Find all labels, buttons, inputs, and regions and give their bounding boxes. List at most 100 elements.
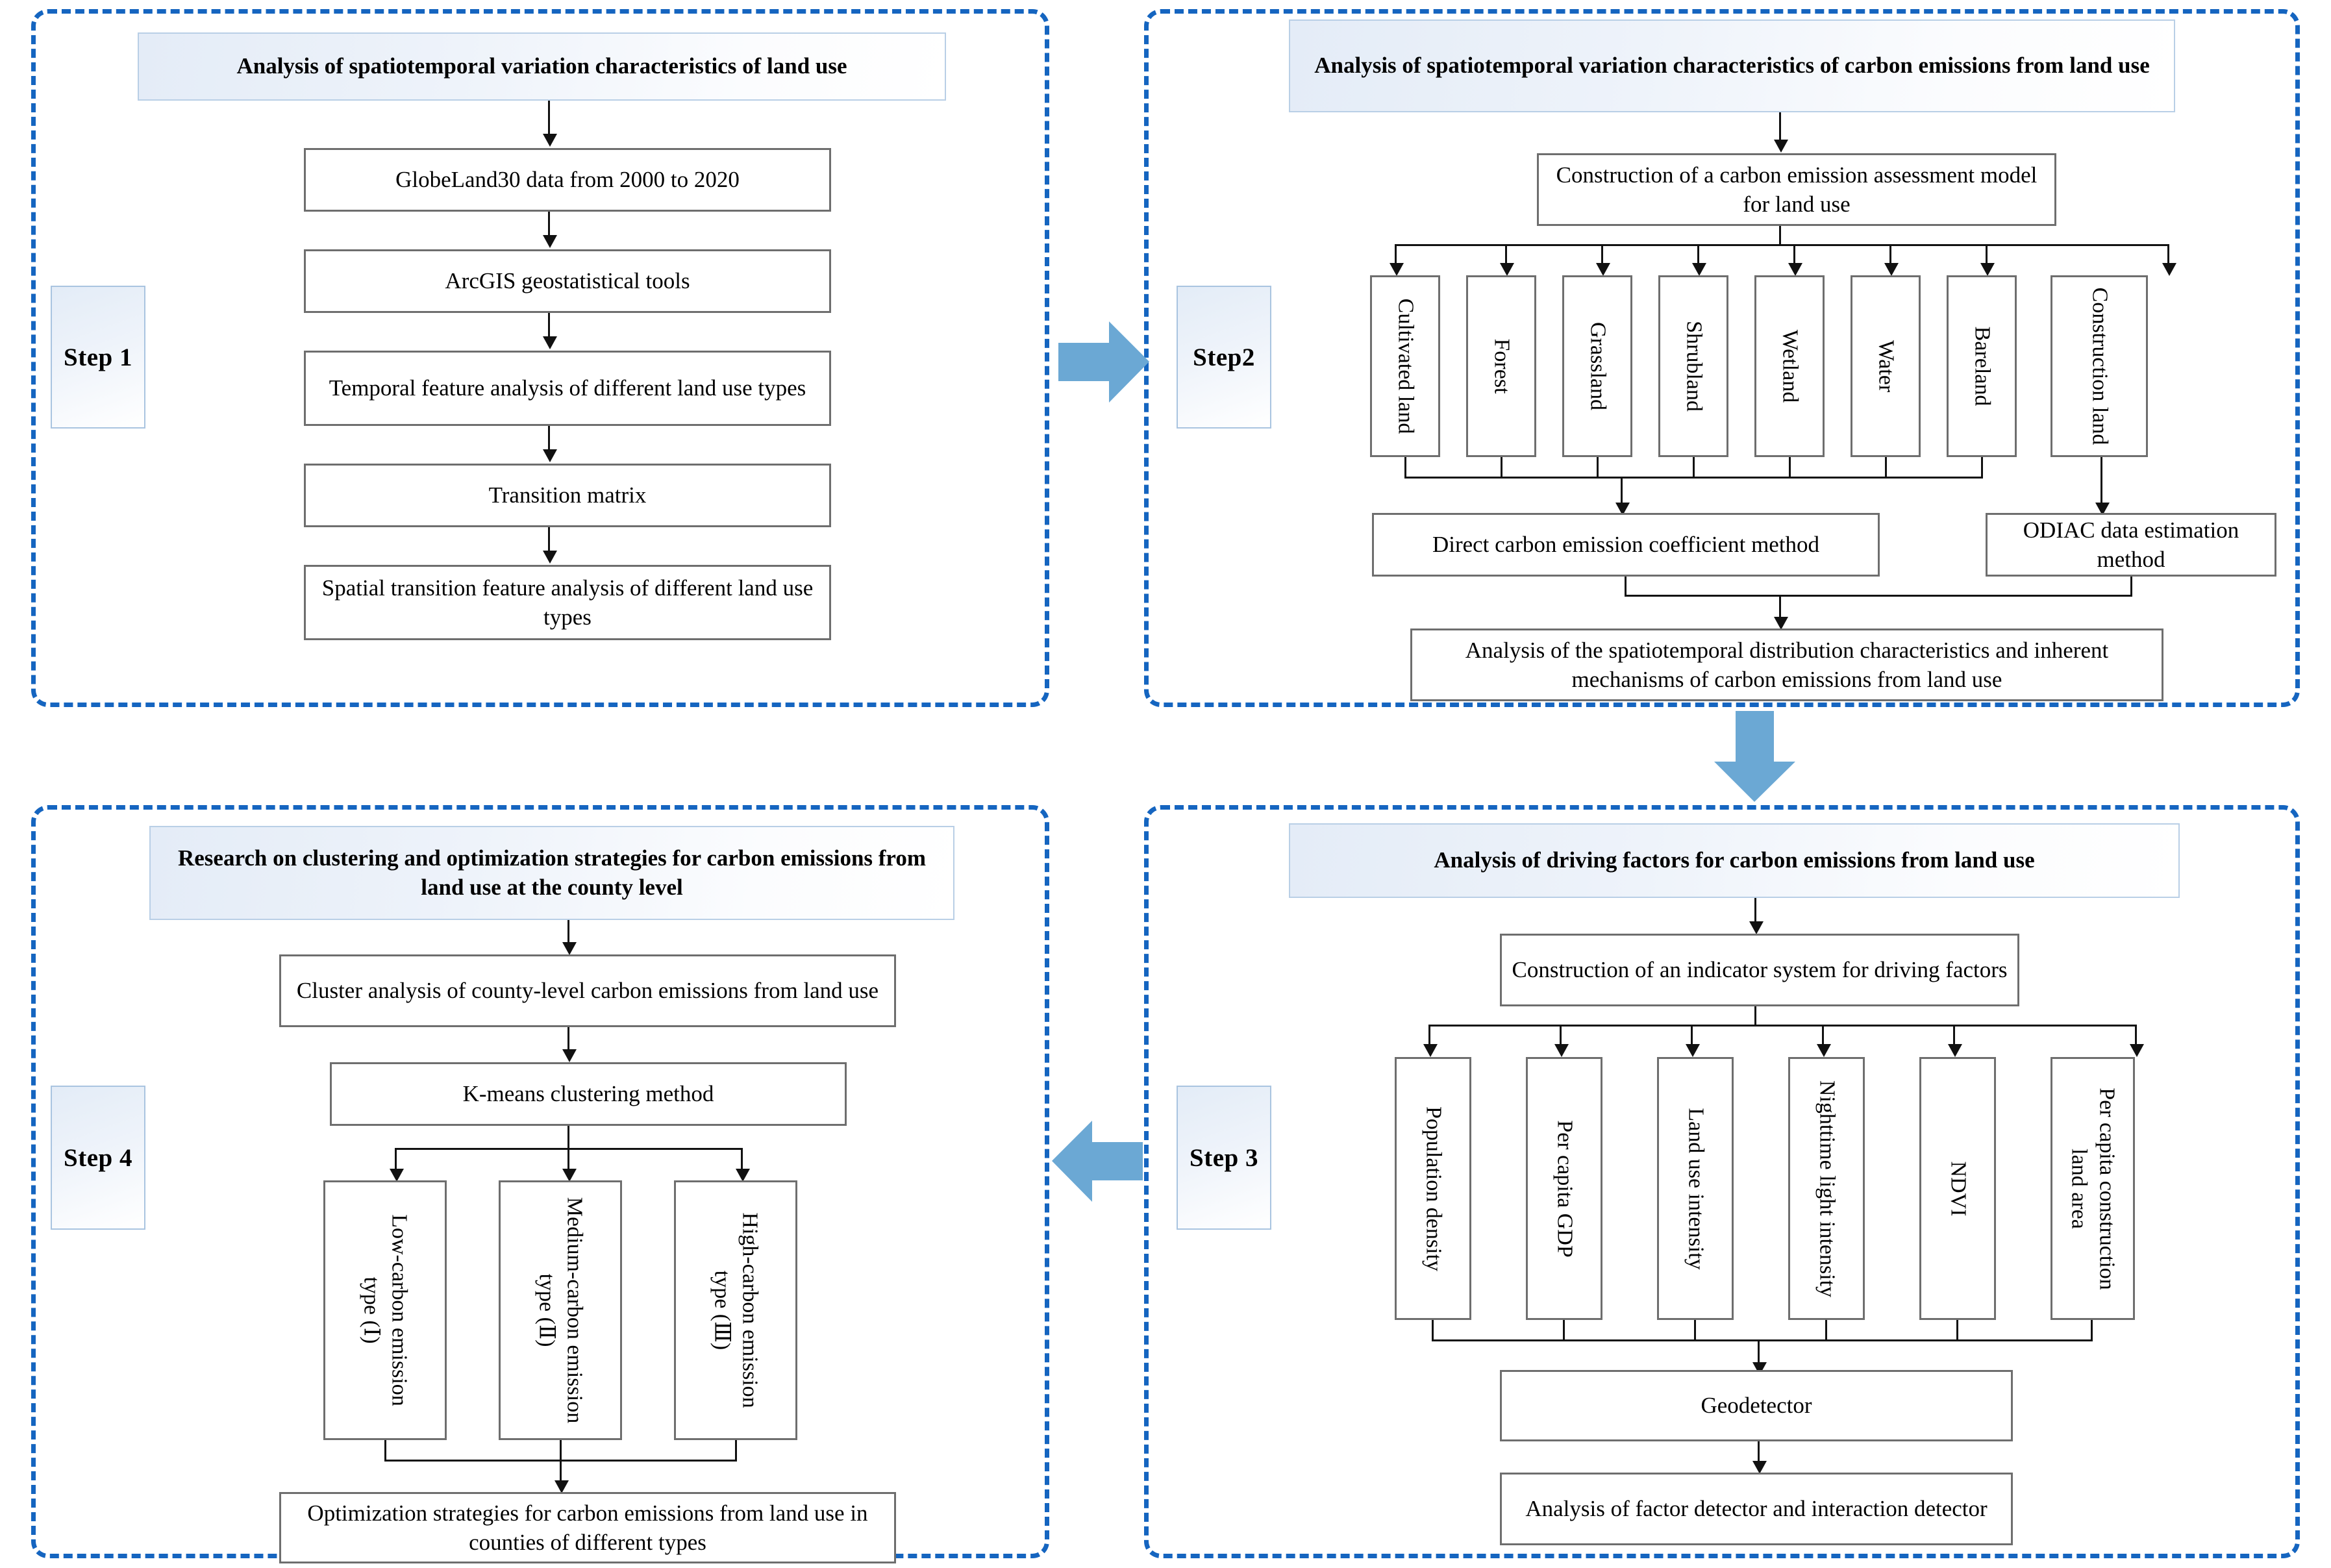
- connector-s4-bus-stem: [567, 1126, 569, 1149]
- step2-type-label-2: Forest: [1490, 338, 1514, 394]
- step2-type-label-1: Cultivated land: [1393, 298, 1418, 434]
- step-chip-2: Step2: [1177, 286, 1271, 429]
- arrow-s2-d1: [1390, 263, 1404, 276]
- step2-conclusion-label: Analysis of the spatiotemporal distribut…: [1465, 637, 2109, 693]
- step4-type-label-3: High-carbon emission type (Ⅲ): [710, 1212, 762, 1408]
- step2-type-box-construction-land: Construction land: [2051, 275, 2148, 457]
- connector-s4-d1: [395, 1148, 397, 1171]
- step2-type-box-bareland: Bareland: [1947, 275, 2017, 457]
- step2-type-label-8: Construction land: [2088, 287, 2112, 445]
- connector-s2-d1: [1395, 244, 1397, 266]
- step3-factor-label-3: Land use intensity: [1684, 1107, 1708, 1270]
- arrow-s2-right: [2095, 503, 2110, 516]
- banner-step-3: Analysis of driving factors for carbon e…: [1289, 823, 2180, 898]
- step4-method-label: K-means clustering method: [462, 1081, 714, 1107]
- step3-factor-label-5: NDVI: [1946, 1161, 1971, 1216]
- connector-s2-d4: [1697, 244, 1699, 266]
- connector-s1-c: [548, 313, 550, 339]
- connector-s2-d3: [1601, 244, 1603, 266]
- step4-type-box-low: Low-carbon emission type (Ⅰ): [323, 1180, 447, 1440]
- arrow-s1-a: [543, 134, 557, 147]
- connector-s4-m1: [384, 1440, 386, 1461]
- step2-method-left-label: Direct carbon emission coefficient metho…: [1432, 532, 1820, 558]
- connector-s3-merge-stem: [1758, 1339, 1760, 1365]
- connector-s2-m1: [1404, 457, 1406, 478]
- connector-s3-d6: [2135, 1025, 2137, 1047]
- step4-cluster-box: Cluster analysis of county-level carbon …: [279, 954, 896, 1027]
- arrow-s2-a: [1774, 140, 1788, 153]
- connector-s2-final-stem: [1779, 595, 1781, 619]
- connector-s2-m6: [1885, 457, 1887, 478]
- step-chip-1-label: Step 1: [64, 343, 132, 371]
- connector-s3-c: [1758, 1441, 1760, 1463]
- step2-type-box-water: Water: [1851, 275, 1921, 457]
- connector-s4-m3: [735, 1440, 737, 1461]
- connector-s4-b: [567, 1027, 569, 1052]
- panel-step-2: [1144, 9, 2300, 707]
- connector-s3-m6: [2091, 1320, 2093, 1341]
- arrow-s2-d6: [1884, 263, 1899, 276]
- arrow-s4-d2: [562, 1169, 577, 1182]
- connector-s4-d3: [741, 1148, 743, 1171]
- connector-s2-merge-bus: [1404, 477, 1983, 479]
- step2-method-left-box: Direct carbon emission coefficient metho…: [1372, 513, 1880, 577]
- connector-s4-d2: [567, 1148, 569, 1171]
- step2-model-box-label: Construction of a carbon emission assess…: [1556, 162, 2038, 218]
- arrow-s4-merge: [555, 1480, 569, 1493]
- step2-method-right-label: ODIAC data estimation method: [2023, 517, 2239, 573]
- step3-indicator-label: Construction of an indicator system for …: [1512, 957, 2008, 983]
- arrow-s4-b: [562, 1049, 577, 1062]
- connector-s4-a: [567, 920, 569, 945]
- arrow-s3-d1: [1423, 1044, 1438, 1057]
- step3-factor-box-ndvi: NDVI: [1919, 1057, 1996, 1320]
- arrow-s2-d8: [2162, 263, 2176, 276]
- connector-s2-f2: [2130, 577, 2132, 596]
- step1-box-2: ArcGIS geostatistical tools: [304, 249, 831, 313]
- connector-s3-d4: [1822, 1025, 1824, 1047]
- banner-step-4: Research on clustering and optimization …: [149, 826, 954, 920]
- step3-factor-box-population-density: Population density: [1395, 1057, 1471, 1320]
- connector-s3-d2: [1560, 1025, 1562, 1047]
- connector-s3-a: [1754, 898, 1756, 924]
- flow-arrow-step3-to-step4: [1052, 1121, 1143, 1202]
- arrow-s1-d: [543, 449, 557, 462]
- connector-s2-m5: [1789, 457, 1791, 478]
- connector-s2-d7: [1986, 244, 1988, 266]
- banner-step-4-label: Research on clustering and optimization …: [178, 845, 926, 900]
- step4-method-box: K-means clustering method: [330, 1062, 847, 1126]
- arrow-s4-a: [562, 942, 577, 955]
- step1-box-3-label: Temporal feature analysis of different l…: [329, 375, 806, 401]
- arrow-s3-c: [1752, 1461, 1767, 1474]
- connector-s3-bus: [1428, 1025, 2136, 1027]
- connector-s2-bus: [1395, 244, 2169, 246]
- step4-type-box-medium: Medium-carbon emission type (Ⅱ): [499, 1180, 622, 1440]
- connector-s2-right-stem: [2100, 457, 2102, 505]
- arrow-s1-b: [543, 235, 557, 248]
- step1-box-3: Temporal feature analysis of different l…: [304, 351, 831, 426]
- connector-s4-m2: [560, 1440, 562, 1461]
- arrow-s2-d5: [1788, 263, 1802, 276]
- step2-type-label-7: Bareland: [1970, 326, 1995, 406]
- step3-analysis-label: Analysis of factor detector and interact…: [1525, 1496, 1988, 1522]
- step2-type-label-6: Water: [1874, 340, 1899, 393]
- arrow-s3-d5: [1948, 1044, 1962, 1057]
- step-chip-1: Step 1: [51, 286, 145, 429]
- connector-s3-merge-bus: [1432, 1339, 2093, 1341]
- step-chip-3-label: Step 3: [1190, 1143, 1258, 1172]
- step4-type-box-high: High-carbon emission type (Ⅲ): [674, 1180, 797, 1440]
- connector-s3-m4: [1825, 1320, 1827, 1341]
- step3-factor-label-6: Per capita construction land area: [2067, 1087, 2119, 1290]
- step4-outcome-label: Optimization strategies for carbon emiss…: [307, 1500, 868, 1556]
- step4-cluster-label: Cluster analysis of county-level carbon …: [296, 978, 879, 1004]
- connector-s1-b: [548, 212, 550, 238]
- connector-s3-bus-stem: [1754, 1006, 1756, 1026]
- banner-step-1: Analysis of spatiotemporal variation cha…: [138, 32, 946, 101]
- step2-type-label-4: Shrubland: [1682, 321, 1706, 412]
- step4-type-label-1: Low-carbon emission type (Ⅰ): [360, 1214, 412, 1406]
- connector-s2-d6: [1889, 244, 1891, 266]
- connector-s3-m3: [1694, 1320, 1696, 1341]
- banner-step-2-label: Analysis of spatiotemporal variation cha…: [1314, 53, 2150, 79]
- step2-conclusion-box: Analysis of the spatiotemporal distribut…: [1410, 628, 2163, 701]
- step3-factor-label-1: Population density: [1421, 1106, 1446, 1271]
- banner-step-2: Analysis of spatiotemporal variation cha…: [1289, 19, 2175, 112]
